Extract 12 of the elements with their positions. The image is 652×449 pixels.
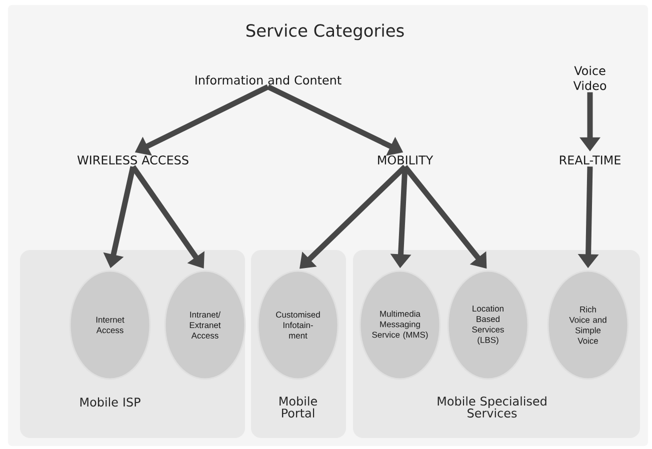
service-oval: Location Based Services (LBS) [447,270,529,380]
service-oval: Rich Voice and Simple Voice [547,270,629,380]
category-label: WIRELESS ACCESS [77,155,188,165]
service-oval: Internet Access [69,270,151,380]
service-oval: Intranet/ Extranet Access [164,270,246,380]
title: Service Categories [246,24,404,40]
category-label: Information and Content [196,75,342,85]
category-label: REAL-TIME [560,156,620,164]
category-label: MOBILITY [378,155,434,165]
service-oval: Customised Infotain- ment [257,270,339,380]
service-oval: Multimedia Messaging Service (MMS) [359,270,441,380]
category-label: Voice Video [573,66,606,90]
